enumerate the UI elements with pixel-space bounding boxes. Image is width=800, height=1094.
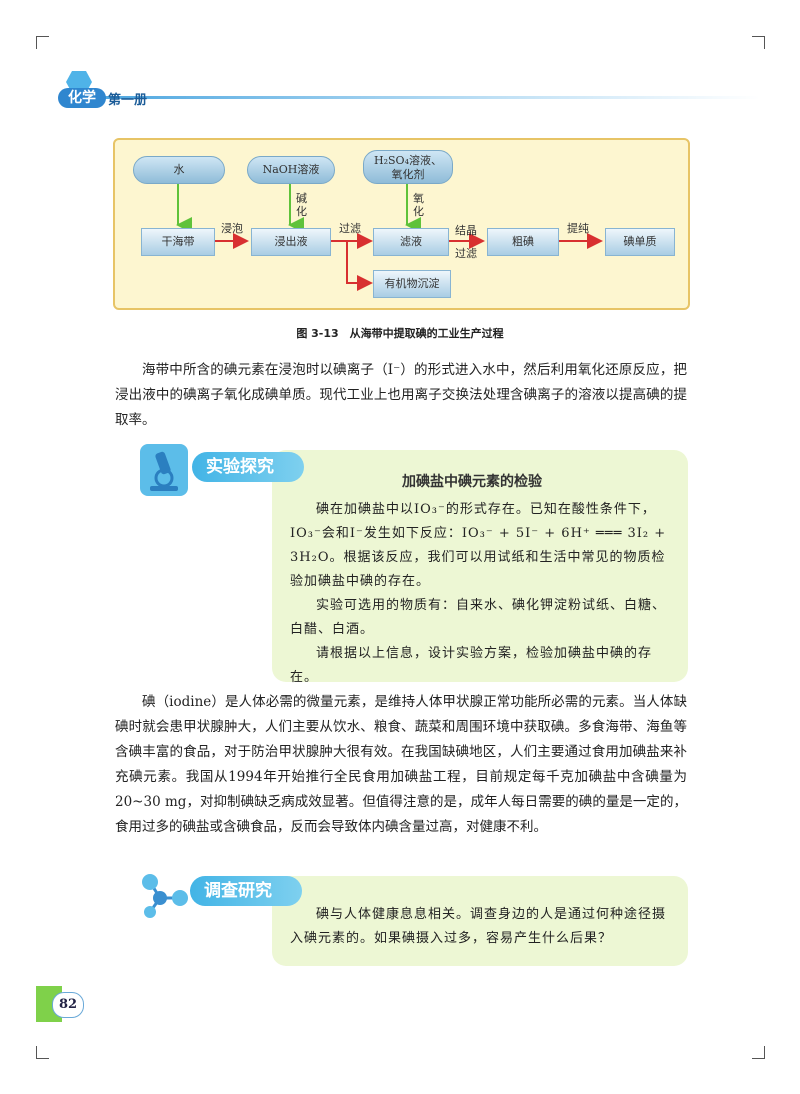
paragraph-extraction-text: 海带中所含的碘元素在浸泡时以碘离子（I⁻）的形式进入水中，然后利用氧化还原反应，… — [115, 362, 687, 428]
label-purify: 提纯 — [567, 222, 589, 235]
paragraph-iodine: 碘（iodine）是人体必需的微量元素，是维持人体甲状腺正常功能所必需的元素。当… — [115, 690, 687, 840]
experiment-p2: 实验可选用的物质有：自来水、碘化钾淀粉试纸、白糖、白醋、白酒。 — [290, 598, 667, 637]
experiment-text: 碘在加碘盐中以IO₃⁻的形式存在。已知在酸性条件下，IO₃⁻会和I⁻发生如下反应… — [290, 498, 676, 690]
node-acid-line2: 氧化剂 — [391, 168, 425, 181]
node-leachate: 浸出液 — [251, 228, 331, 256]
volume-label: 第一册 — [108, 93, 148, 108]
subject-badge: 化学 — [58, 88, 106, 108]
survey-p1: 碘与人体健康息息相关。调查身边的人是通过何种途径摄入碘元素的。如果碘摄入过多，容… — [290, 907, 667, 946]
experiment-tab: 实验探究 — [192, 452, 304, 482]
survey-text: 碘与人体健康息息相关。调查身边的人是通过何种途径摄入碘元素的。如果碘摄入过多，容… — [290, 903, 676, 951]
label-alkali: 碱化 — [296, 192, 307, 218]
node-filtrate: 滤液 — [373, 228, 449, 256]
experiment-p3: 请根据以上信息，设计实验方案，检验加碘盐中碘的存在。 — [290, 646, 653, 685]
survey-box — [272, 876, 688, 966]
survey-tab: 调查研究 — [190, 876, 302, 906]
header-rule — [100, 96, 760, 99]
label-filter2: 过滤 — [455, 247, 477, 260]
node-dry-kelp: 干海带 — [141, 228, 215, 256]
page-number: 82 — [52, 992, 84, 1018]
label-soak: 浸泡 — [221, 222, 243, 235]
label-oxidize: 氧化 — [413, 192, 424, 218]
hexagon-icon — [66, 71, 92, 93]
experiment-box — [272, 450, 688, 682]
label-filter1: 过滤 — [339, 222, 361, 235]
node-iodine: 碘单质 — [605, 228, 675, 256]
arrow-precipitate — [346, 241, 373, 291]
node-acid-line1: H₂SO₄溶液、 — [374, 154, 442, 167]
crop-mark-tl — [36, 36, 49, 49]
node-crude-iodine: 粗碘 — [487, 228, 559, 256]
label-crystallize: 结晶 — [455, 224, 477, 237]
node-water: 水 — [133, 156, 225, 184]
paragraph-extraction: 海带中所含的碘元素在浸泡时以碘离子（I⁻）的形式进入水中，然后利用氧化还原反应，… — [115, 358, 687, 433]
microscope-icon — [140, 444, 188, 496]
node-acid-oxidant: H₂SO₄溶液、 氧化剂 — [363, 150, 453, 184]
experiment-p1: 碘在加碘盐中以IO₃⁻的形式存在。已知在酸性条件下，IO₃⁻会和I⁻发生如下反应… — [290, 502, 667, 589]
node-organic-precipitate: 有机物沉淀 — [373, 270, 451, 298]
node-naoh: NaOH溶液 — [247, 156, 335, 184]
crop-mark-tr — [752, 36, 765, 49]
flow-diagram: 水 NaOH溶液 H₂SO₄溶液、 氧化剂 碱化 氧化 干海带 浸出液 滤液 粗… — [113, 138, 690, 310]
paragraph-iodine-text: 碘（iodine）是人体必需的微量元素，是维持人体甲状腺正常功能所必需的元素。当… — [115, 694, 687, 835]
molecule-icon — [142, 874, 188, 918]
experiment-title: 加碘盐中碘元素的检验 — [402, 474, 542, 490]
flow-arrows — [176, 184, 603, 291]
crop-mark-bl — [36, 1046, 49, 1059]
crop-mark-br — [752, 1046, 765, 1059]
figure-caption: 图 3-13 从海带中提取碘的工业生产过程 — [296, 327, 504, 340]
